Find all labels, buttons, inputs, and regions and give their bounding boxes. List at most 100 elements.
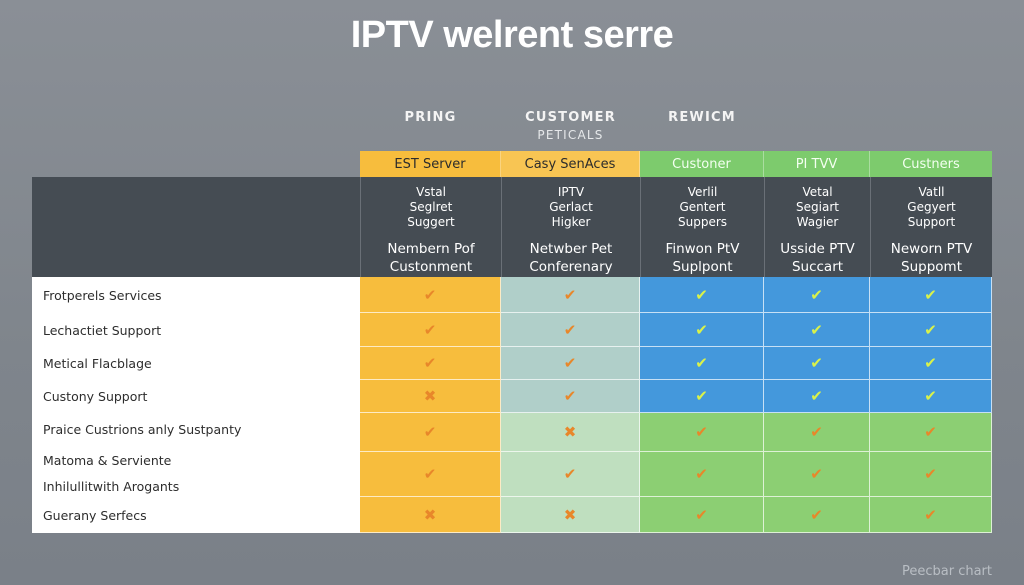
watermark: Peecbar chart	[901, 564, 992, 579]
table-cell: ✔	[640, 277, 764, 313]
column-header-4: PI TVV	[764, 151, 870, 177]
table-cell: ✔	[764, 380, 870, 413]
table-cell: ✔	[764, 277, 870, 313]
cross-icon: ✖	[423, 506, 437, 524]
row-label-3: Metical Flacblage	[43, 356, 152, 371]
check-icon: ✔	[423, 286, 437, 304]
check-icon: ✔	[810, 466, 823, 483]
table-cell: ✔	[764, 313, 870, 347]
check-icon: ✔	[423, 466, 437, 483]
table-cell: ✔	[360, 413, 501, 452]
table-cell: ✔	[764, 497, 870, 533]
table-cell: ✔	[360, 347, 501, 380]
check-icon: ✔	[810, 286, 823, 304]
table-cell: ✔	[501, 347, 640, 380]
group-label-pring: PRING	[360, 110, 501, 125]
check-icon: ✔	[924, 286, 937, 304]
group-label-text: PRING	[404, 110, 457, 125]
group-label-text: CUSTOMER	[525, 110, 616, 125]
table-cell: ✔	[640, 497, 764, 533]
table-cell: ✔	[870, 452, 992, 497]
check-icon: ✔	[924, 424, 937, 441]
check-icon: ✔	[810, 321, 823, 339]
table-cell: ✔	[764, 347, 870, 380]
table-cell: ✔	[640, 413, 764, 452]
check-icon: ✔	[695, 286, 708, 304]
check-icon: ✔	[695, 424, 708, 441]
table-cell: ✖	[501, 413, 640, 452]
check-icon: ✔	[695, 355, 708, 372]
table-cell: ✔	[501, 380, 640, 413]
table-cell: ✖	[501, 497, 640, 533]
chart-title: IPTV welrent serre	[350, 14, 674, 56]
row-label-6b: Inhilullitwith Arogants	[43, 478, 180, 494]
check-icon: ✔	[423, 321, 437, 339]
group-label-rewicm: REWICM	[640, 110, 764, 125]
check-icon: ✔	[563, 321, 577, 339]
column-header-5: Custners	[870, 151, 992, 177]
check-icon: ✔	[924, 388, 937, 405]
table-cell: ✔	[870, 277, 992, 313]
check-icon: ✔	[695, 321, 708, 339]
check-icon: ✔	[924, 321, 937, 339]
check-icon: ✔	[423, 424, 437, 441]
row-label-6: Matoma & Serviente	[43, 452, 172, 468]
check-icon: ✔	[563, 388, 577, 405]
check-icon: ✔	[695, 506, 708, 524]
check-icon: ✔	[563, 355, 577, 372]
check-icon: ✔	[810, 388, 823, 405]
table-cell: ✖	[360, 497, 501, 533]
group-label-customer: CUSTOMER PETICALS	[501, 110, 640, 142]
table-cell: ✔	[501, 452, 640, 497]
check-icon: ✔	[924, 355, 937, 372]
check-icon: ✔	[423, 355, 437, 372]
check-icon: ✔	[695, 466, 708, 483]
table-cell: ✔	[501, 313, 640, 347]
table-cell: ✔	[501, 277, 640, 313]
column-header-1: EST Server	[360, 151, 501, 177]
check-icon: ✔	[810, 355, 823, 372]
group-label-text: REWICM	[668, 110, 736, 125]
row-label-2: Lechactiet Support	[43, 322, 162, 338]
check-icon: ✔	[695, 388, 708, 405]
row-label-5: Praice Custrions anly Sustpanty	[43, 422, 242, 437]
group-sublabel-text: PETICALS	[537, 128, 604, 142]
table-cell: ✔	[870, 413, 992, 452]
table-cell: ✔	[640, 313, 764, 347]
table-cell: ✔	[870, 497, 992, 533]
table-cell: ✔	[764, 452, 870, 497]
check-icon: ✔	[924, 506, 937, 524]
table-cell: ✔	[640, 380, 764, 413]
table-cell: ✔	[360, 313, 501, 347]
table-cell: ✔	[870, 380, 992, 413]
table-cell: ✖	[360, 380, 501, 413]
check-icon: ✔	[810, 424, 823, 441]
table-cell: ✔	[640, 452, 764, 497]
column-header-2: Casy SenAces	[501, 151, 640, 177]
table-cell: ✔	[640, 347, 764, 380]
row-label-7: Guerany Serfecs	[43, 508, 147, 523]
cross-icon: ✖	[563, 424, 577, 441]
table-cell: ✔	[870, 313, 992, 347]
row-label-column	[32, 277, 360, 533]
column-description-band	[32, 177, 992, 277]
check-icon: ✔	[563, 466, 577, 483]
check-icon: ✔	[924, 466, 937, 483]
table-cell: ✔	[764, 413, 870, 452]
cross-icon: ✖	[423, 388, 437, 405]
